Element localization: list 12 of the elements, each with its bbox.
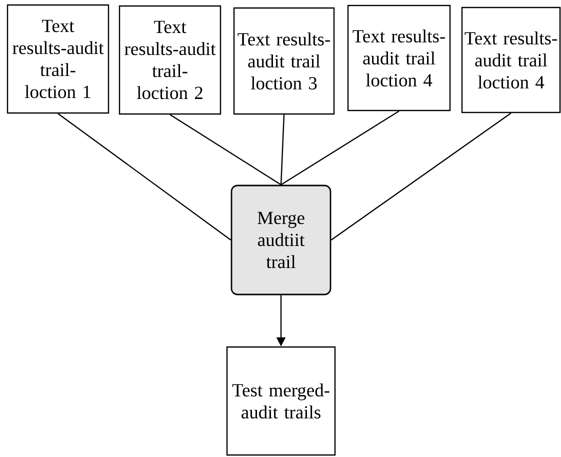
result-box: Test merged-audit trails [226, 346, 336, 456]
connector-line [170, 114, 282, 186]
source-box: Text results-audit trail-loction 1 [6, 4, 110, 114]
source-box: Text results-audit trail loction 4 [461, 6, 561, 114]
connector-line [280, 114, 285, 185]
source-box: Text results-audit trail loction 3 [233, 7, 335, 115]
process-box: Merge audtiit trail [230, 184, 332, 296]
connector-line [58, 113, 232, 240]
source-box: Text results-audit trail loction 4 [347, 4, 451, 112]
connector-line [330, 112, 512, 240]
source-box: Text results-audit trail-loction 2 [118, 5, 222, 115]
connector-line [280, 110, 400, 186]
